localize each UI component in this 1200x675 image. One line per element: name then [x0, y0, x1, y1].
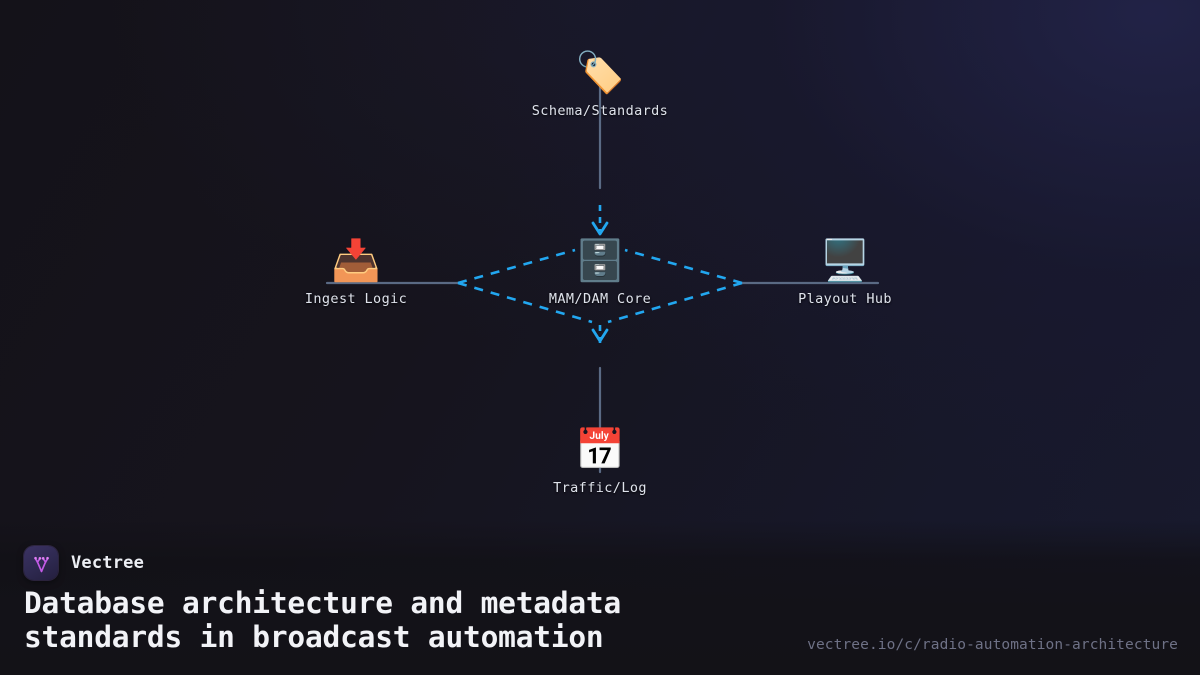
graph-node-ingest-logic[interactable]: 📥 Ingest Logic: [261, 237, 451, 307]
concept-graph[interactable]: 🏷️ Schema/Standards 📥 Ingest Logic 🗄️ MA…: [0, 0, 1200, 520]
vectree-branch-logo-icon: [24, 546, 58, 580]
graph-edges-layer: [325, 84, 880, 474]
edge-ingest-core-dashed-upper: [457, 248, 576, 285]
brand-block[interactable]: Vectree: [24, 546, 144, 580]
edge-playout-core-dashed-lower: [607, 281, 743, 324]
graph-node-playout-hub[interactable]: 🖥️ Playout Hub: [750, 237, 940, 307]
calendar-icon: 📅: [575, 427, 625, 473]
footer-bar: Vectree Database architecture and metada…: [0, 520, 1200, 675]
graph-node-label: Ingest Logic: [304, 291, 408, 307]
graph-node-mam-dam-core[interactable]: 🗄️ MAM/DAM Core: [505, 237, 695, 307]
page-title: Database architecture and metadata stand…: [24, 586, 814, 654]
page-title-line-1: Database architecture and metadata: [24, 586, 622, 620]
graph-node-label: Playout Hub: [798, 291, 892, 307]
brand-name: Vectree: [71, 553, 145, 573]
edge-core-traffic-arrowhead: [591, 328, 609, 343]
edge-playout-core-dashed-upper: [624, 248, 743, 285]
label-tag-icon: 🏷️: [575, 50, 625, 96]
graph-node-label: Traffic/Log: [553, 480, 647, 496]
inbox-tray-icon: 📥: [331, 238, 381, 284]
source-url: vectree.io/c/radio-automation-architectu…: [807, 637, 1178, 653]
graph-node-label: MAM/DAM Core: [548, 291, 652, 307]
graph-node-label: Schema/Standards: [531, 103, 669, 119]
file-cabinet-icon: 🗄️: [575, 238, 625, 284]
edge-ingest-core-dashed-lower: [457, 281, 593, 324]
desktop-computer-icon: 🖥️: [820, 238, 870, 284]
graph-node-traffic-log[interactable]: 📅 Traffic/Log: [505, 426, 695, 496]
edge-schema-core-arrowhead: [591, 221, 609, 236]
page-title-line-2: standards in broadcast automation: [24, 620, 604, 654]
graph-node-schema-standards[interactable]: 🏷️ Schema/Standards: [505, 49, 695, 119]
